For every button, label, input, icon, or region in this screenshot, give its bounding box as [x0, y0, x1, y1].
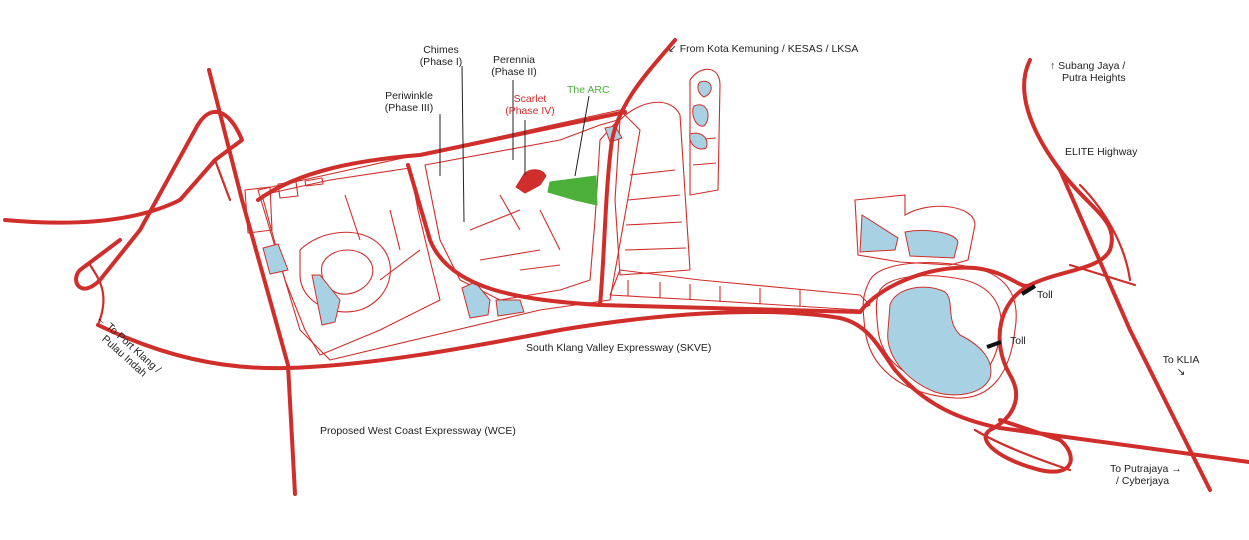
- scarlet-label: Scarlet (Phase IV): [502, 93, 558, 117]
- scarlet-phase: (Phase IV): [505, 105, 555, 117]
- scarlet-name: Scarlet: [513, 93, 547, 105]
- from-kota-text: From Kota Kemuning / KESAS / LKSA: [679, 43, 859, 55]
- perennia-label: Perennia (Phase II): [488, 54, 540, 78]
- toll-label-1: Toll: [1037, 289, 1053, 301]
- from-kota-label: ↙ From Kota Kemuning / KESAS / LKSA: [668, 43, 858, 55]
- chimes-name: Chimes: [423, 44, 459, 56]
- subang-line-1: Subang Jaya /: [1058, 60, 1126, 72]
- putrajaya-arrow-icon: →: [1171, 463, 1182, 475]
- putrajaya-line-2: / Cyberjaya: [1116, 475, 1170, 487]
- chimes-phase: (Phase I): [419, 56, 463, 68]
- subang-arrow-icon: ↑: [1050, 60, 1056, 72]
- kota-arrow-icon: ↙: [668, 43, 677, 55]
- putrajaya-label: To Putrajaya → / Cyberjaya: [1110, 463, 1182, 487]
- the-arc-parcel: [547, 175, 598, 206]
- periwinkle-label: Periwinkle (Phase III): [380, 90, 438, 114]
- periwinkle-phase: (Phase III): [384, 102, 434, 114]
- toll-label-2: Toll: [1010, 335, 1026, 347]
- highlighted-parcels: [515, 169, 598, 206]
- klia-arrow-icon: ↘: [1176, 366, 1186, 378]
- water-bodies: [262, 80, 992, 396]
- elite-highway-label: ELITE Highway: [1065, 146, 1138, 158]
- chimes-label: Chimes (Phase I): [418, 44, 464, 68]
- to-klia-text: To KLIA: [1162, 354, 1200, 366]
- perennia-phase: (Phase II): [491, 66, 537, 78]
- subang-label: ↑ Subang Jaya / Putra Heights: [1050, 60, 1126, 84]
- skve-label: South Klang Valley Expressway (SKVE): [526, 342, 712, 354]
- periwinkle-name: Periwinkle: [385, 90, 433, 102]
- label-leaders: [439, 65, 590, 223]
- toll-markers: [986, 284, 1037, 349]
- subang-line-2: Putra Heights: [1062, 72, 1126, 84]
- the-arc-label: The ARC: [567, 84, 610, 96]
- to-klia-label: To KLIA ↘: [1160, 354, 1202, 378]
- putrajaya-line-1: To Putrajaya: [1110, 463, 1169, 475]
- wce-label: Proposed West Coast Expressway (WCE): [320, 425, 516, 437]
- highways: [3, 38, 1249, 496]
- perennia-name: Perennia: [492, 54, 536, 66]
- scarlet-parcel: [515, 169, 547, 194]
